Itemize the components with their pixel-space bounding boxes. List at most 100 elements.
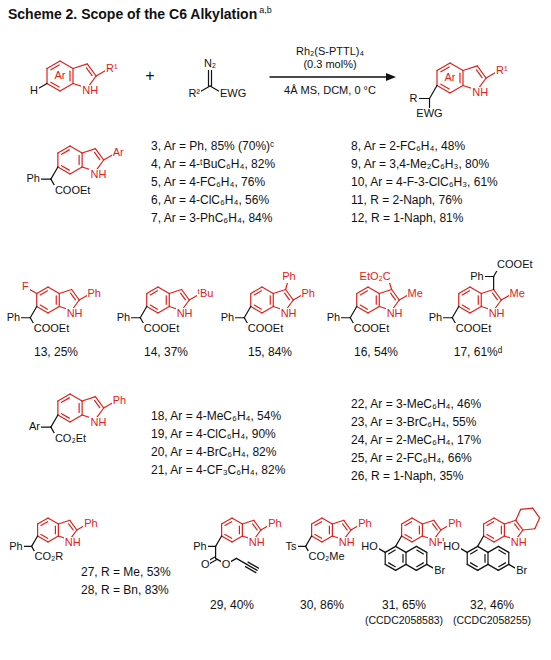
text-label: a,b [258,6,273,15]
bond [422,524,423,536]
text-label: 6, Ar = 4-ClC₆H₄, 56% [150,194,270,207]
bond [60,61,73,69]
bond [95,149,103,160]
text-label: 14, 37% [143,346,189,359]
bond [47,84,60,92]
text-label: 22, Ar = 3-MeC₆H₄, 46% [350,398,482,411]
bond [147,307,158,314]
text-label: 20, Ar = 4-BrC₆H₄, 82% [150,446,277,459]
bond [385,552,386,564]
bond [368,307,379,314]
bond [419,526,420,534]
bond [47,61,60,69]
bond [95,397,103,408]
text-label: 23, Ar = 3-BrC₆H₄, 55% [350,416,477,429]
bond [254,520,261,530]
bond [467,546,477,552]
text-label: COOEt [455,323,492,335]
text-label: F [21,281,30,293]
bond [396,564,406,570]
bond [493,293,498,300]
text-label: COOEt [143,323,180,335]
bond [406,564,416,570]
bond [251,307,262,314]
bond [396,536,402,546]
bond [523,529,535,530]
bond [37,307,48,314]
bond [82,153,83,167]
text-label: NH [471,87,489,99]
bond [426,552,427,564]
text-label: Ph [112,395,127,407]
text-label: 29, 40% [209,599,255,612]
text-label: NH [488,308,506,320]
bond [182,289,190,300]
text-label: NH [248,537,266,549]
bond [441,84,449,89]
bond [315,534,322,538]
bond [322,536,332,542]
text-label: Ph [469,271,484,283]
bond [471,563,478,567]
bond [470,307,481,314]
bond [225,522,232,526]
bond [329,526,330,534]
bond [379,294,380,307]
bond [59,289,71,293]
bond [437,86,450,94]
bond [270,296,271,304]
bond [169,294,170,307]
bond [392,289,400,300]
bond [286,289,294,300]
text-label: Ph [447,518,462,530]
text-label: + [144,68,155,85]
text-label: 15, 84% [247,346,293,359]
bond [146,294,147,307]
bond [48,536,58,542]
bond [71,293,76,300]
bond [48,307,59,314]
bond [58,415,70,422]
text-label: 7, Ar = 3-PhC₆H₄, 84% [150,212,273,225]
bond [487,522,494,526]
bond [516,509,521,520]
text-label: Ph [357,518,372,530]
bond [436,71,437,86]
bond [262,307,273,314]
bond [412,518,422,524]
bond [273,294,274,307]
bond [483,524,484,536]
text-label: HO [442,541,461,553]
bond [450,86,463,94]
bond [332,520,343,524]
text-label: Ph [267,518,282,530]
bond [521,508,533,509]
text-label: 25, Ar = 2-FC₆H₄, 66% [350,452,473,465]
text-label: EWG [219,88,247,100]
text-label: COOEt [54,185,91,197]
bond [478,564,488,570]
bond [60,84,73,92]
text-label: (CCDC2058583) [364,615,444,626]
bond [357,287,368,294]
text-label: NH [510,537,528,549]
bond [498,546,508,552]
bond [430,86,438,99]
bond [379,289,391,293]
bond [57,401,58,415]
bond [459,307,470,314]
bond [69,71,70,81]
bond [488,564,498,570]
text-label: Ar [444,72,457,84]
bond [462,305,469,309]
bond [344,520,351,530]
bond [140,307,147,318]
text-label: (0.3 mol%) [302,59,357,71]
text-label: NH [89,417,107,429]
text-label: Ar [28,421,41,433]
text-label: Ph [301,288,316,300]
bond [402,555,403,563]
bond [248,562,258,568]
text-label: 18, Ar = 4-MeC₆H₄, 54% [150,410,282,423]
text-label: NH [176,308,194,320]
